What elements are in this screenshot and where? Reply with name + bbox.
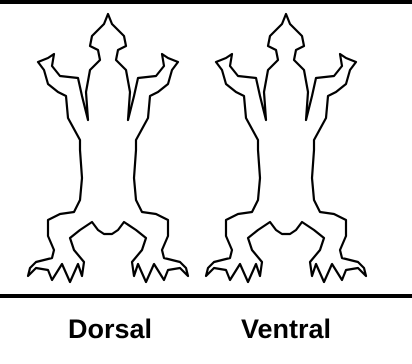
body-diagram (0, 0, 412, 300)
ventral-outline (206, 14, 366, 282)
dorsal-label: Dorsal (30, 312, 190, 346)
ventral-label: Ventral (206, 312, 366, 346)
dorsal-outline (28, 14, 188, 282)
bottom-rule (0, 294, 412, 298)
